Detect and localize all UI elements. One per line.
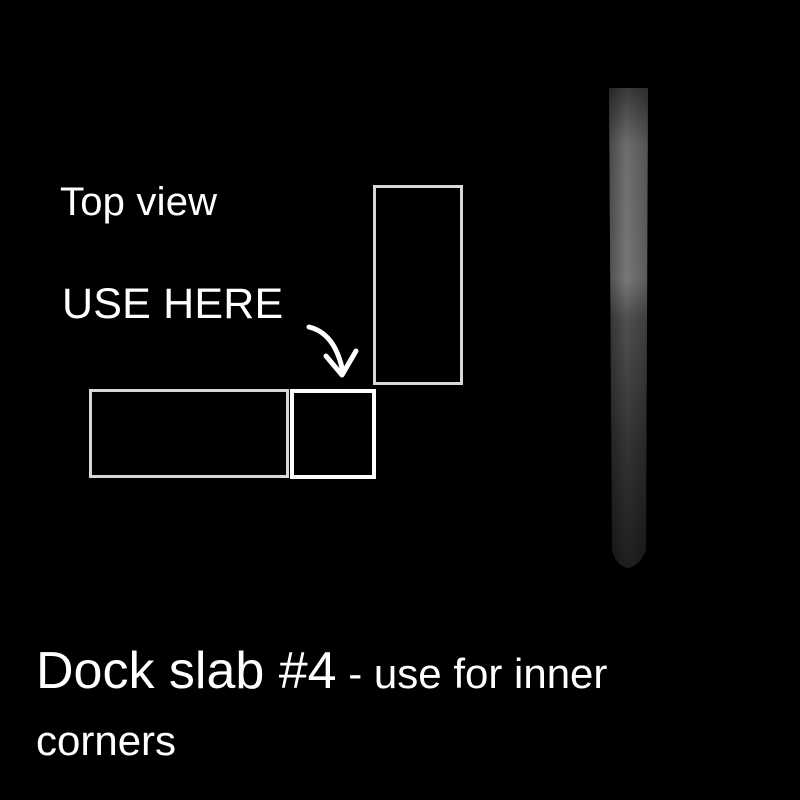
caption-rest: - use for inner	[336, 650, 608, 697]
caption-line-2: corners	[36, 717, 177, 764]
caption-line-1: Dock slab #4 - use for inner	[36, 640, 756, 715]
horizontal-slab-outline	[89, 389, 289, 478]
corner-slab-outline	[290, 389, 376, 479]
caption-title: Dock slab #4	[36, 642, 337, 700]
slab-side-shade	[609, 88, 648, 568]
vertical-slab-outline	[373, 185, 463, 385]
top-view-label: Top view	[60, 180, 218, 224]
caption: Dock slab #4 - use for inner corners	[36, 640, 756, 767]
use-here-label: USE HERE	[62, 280, 284, 328]
curved-arrow-icon	[306, 324, 359, 378]
slab-side-view	[609, 88, 648, 568]
